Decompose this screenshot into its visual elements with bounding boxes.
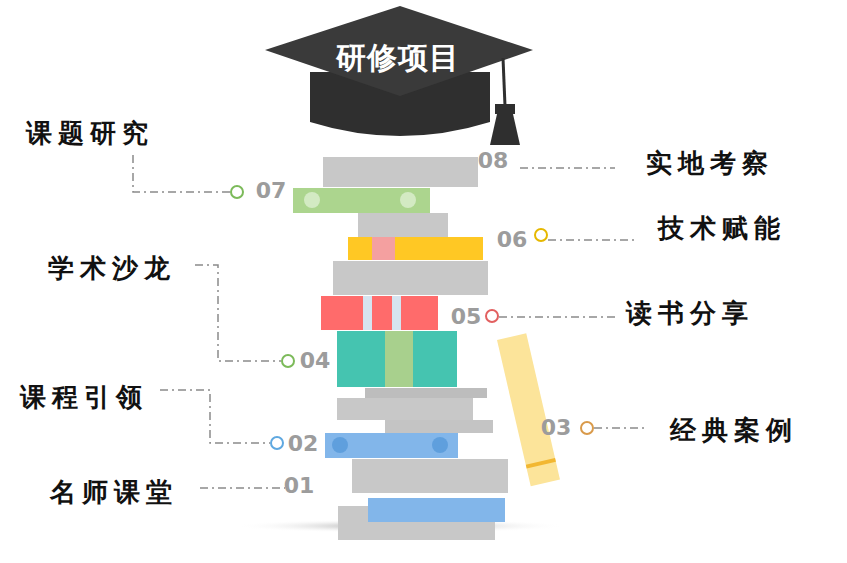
book	[358, 213, 448, 237]
callout-number: 07	[256, 180, 287, 202]
markers	[231, 186, 593, 449]
book	[337, 331, 457, 387]
book-dot	[400, 192, 416, 208]
book	[365, 388, 487, 398]
book	[348, 237, 483, 260]
book	[337, 398, 473, 420]
leader-line	[133, 155, 230, 192]
book-band	[363, 296, 372, 330]
leader-line	[195, 265, 281, 361]
book	[385, 420, 493, 433]
book-stack	[293, 157, 508, 540]
book	[333, 261, 488, 295]
marker-circle	[581, 422, 593, 434]
tassel	[490, 114, 520, 145]
marker-circle	[282, 355, 294, 367]
leader-line	[200, 487, 285, 489]
cap-board	[265, 6, 533, 96]
leader-line	[520, 167, 615, 169]
item-label: 读书分享	[626, 300, 754, 326]
callout-number: 06	[497, 229, 528, 251]
tassel-knot	[495, 104, 515, 114]
item-label: 课题研究	[26, 120, 154, 146]
leader-lines	[133, 155, 645, 488]
book-band	[372, 237, 395, 260]
marker-circle	[231, 186, 243, 198]
book	[323, 157, 478, 187]
ruler-stripe	[526, 458, 556, 469]
item-label: 技术赋能	[658, 215, 786, 241]
book	[352, 459, 508, 493]
marker-circle	[535, 229, 547, 241]
tassel-cord	[503, 58, 505, 106]
leader-line	[160, 390, 270, 443]
book	[325, 433, 458, 458]
ruler	[497, 333, 560, 486]
item-label: 课程引领	[20, 384, 148, 410]
book	[293, 188, 430, 213]
callout-number: 05	[451, 306, 482, 328]
ruler-body	[497, 333, 560, 486]
callout-number: 04	[300, 350, 331, 372]
leader-line	[499, 316, 615, 318]
book-band	[392, 296, 401, 330]
callout-number: 03	[541, 417, 572, 439]
book-dot	[304, 192, 320, 208]
title: 研修项目	[336, 43, 460, 73]
leader-line	[548, 239, 635, 241]
item-label: 学术沙龙	[48, 255, 176, 281]
book	[368, 498, 505, 522]
leader-line	[594, 427, 645, 429]
graduation-cap	[265, 6, 533, 145]
item-label: 实地考察	[646, 150, 774, 176]
book-band	[385, 331, 413, 387]
book	[321, 296, 438, 330]
callout-number: 02	[288, 433, 319, 455]
item-label: 名师课堂	[50, 479, 178, 505]
book-dot	[332, 437, 348, 453]
marker-circle	[271, 437, 283, 449]
book-dot	[432, 437, 448, 453]
callout-number: 01	[284, 475, 315, 497]
marker-circle	[486, 310, 498, 322]
item-label: 经典案例	[670, 417, 798, 443]
callout-number: 08	[478, 150, 509, 172]
